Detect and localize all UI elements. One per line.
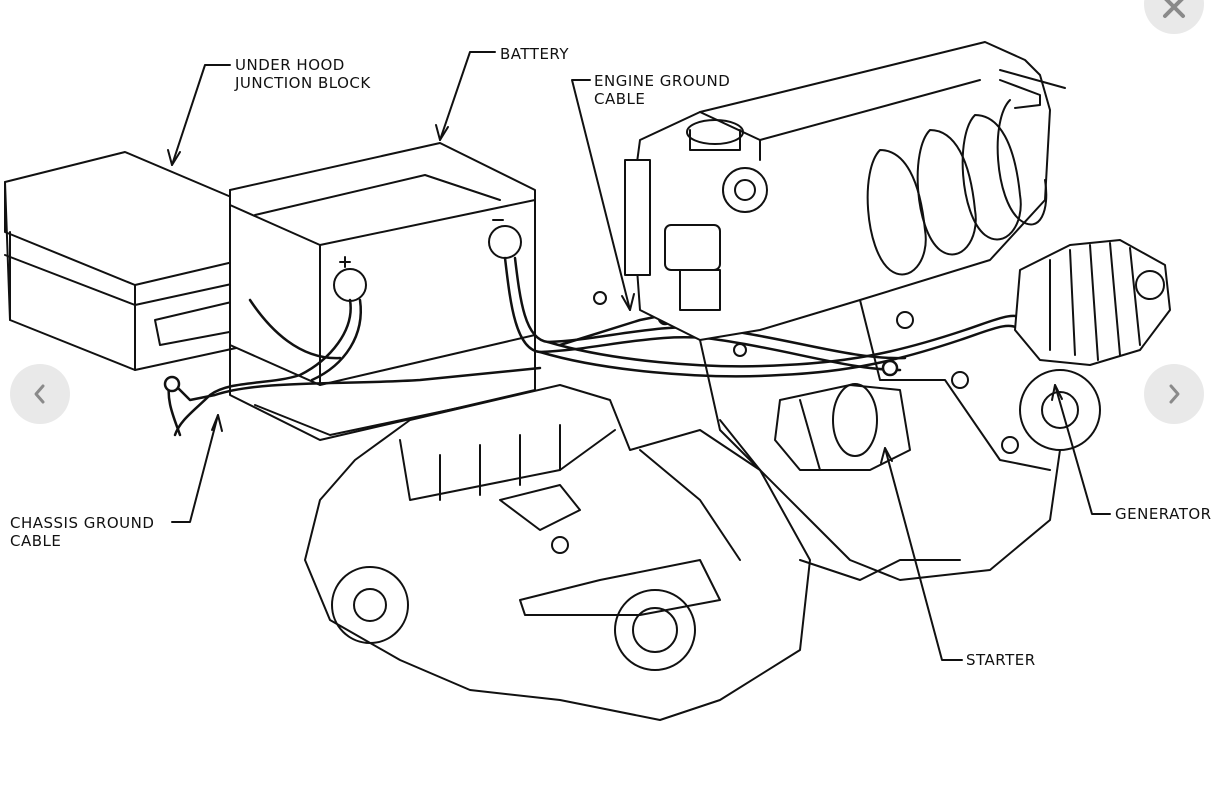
label-starter: STARTER — [966, 651, 1036, 669]
label-chassis-ground-line2: CABLE — [10, 532, 62, 550]
label-junction-line1: UNDER HOOD — [235, 56, 345, 74]
engine-drawing — [624, 41, 1066, 341]
label-under-hood-junction-block: UNDER HOOD JUNCTION BLOCK — [235, 56, 371, 92]
starter-drawing — [760, 383, 911, 555]
label-generator-text: GENERATOR — [1115, 505, 1212, 523]
leader-chassis-ground — [171, 414, 219, 523]
label-engine-ground-cable: ENGINE GROUND CABLE — [594, 72, 730, 108]
leader-battery — [439, 51, 496, 141]
leader-engine-ground — [571, 79, 631, 311]
leader-lines — [167, 51, 1111, 661]
junction-block-drawing — [4, 151, 251, 371]
close-icon — [1163, 0, 1185, 18]
leader-generator — [1054, 384, 1111, 515]
label-chassis-ground-cable: CHASSIS GROUND CABLE — [10, 514, 154, 550]
leader-starter — [884, 447, 963, 661]
chevron-right-icon — [1169, 384, 1180, 404]
engine-lower-drawing — [593, 291, 1061, 581]
leader-junction-block — [171, 64, 231, 166]
label-chassis-ground-line1: CHASSIS GROUND — [10, 514, 155, 532]
label-engine-ground-line1: ENGINE GROUND — [594, 72, 731, 90]
label-engine-ground-line2: CABLE — [594, 90, 646, 108]
label-battery-text: BATTERY — [500, 45, 570, 63]
chevron-left-icon — [34, 384, 45, 404]
next-image-button[interactable] — [1144, 364, 1204, 424]
label-starter-text: STARTER — [966, 651, 1036, 669]
previous-image-button[interactable] — [10, 364, 70, 424]
label-junction-line2: JUNCTION BLOCK — [235, 74, 371, 92]
transaxle-drawing — [304, 384, 961, 721]
battery-drawing — [229, 142, 536, 441]
label-generator: GENERATOR — [1115, 505, 1212, 523]
label-battery: BATTERY — [500, 45, 569, 63]
generator-drawing — [1014, 239, 1171, 451]
